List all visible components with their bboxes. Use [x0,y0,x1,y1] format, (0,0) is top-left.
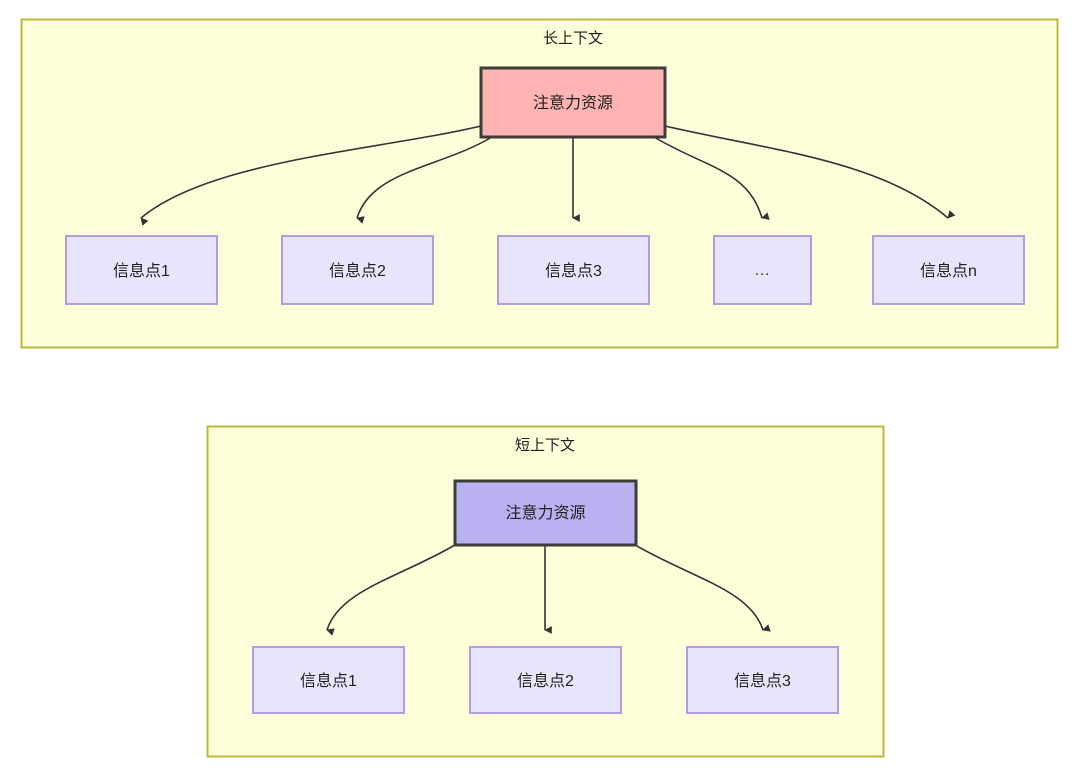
node-leaf-short-1[interactable]: 信息点1 [252,646,405,714]
node-leaf-short-2[interactable]: 信息点2 [469,646,622,714]
node-root-long-context[interactable]: 注意力资源 [479,66,667,139]
node-leaf-long-3[interactable]: 信息点3 [497,235,650,305]
node-leaf-long-ellipsis[interactable]: ... [713,235,812,305]
node-leaf-short-1-label: 信息点1 [300,672,357,690]
edge-short-root-to-leaf-3 [634,544,771,632]
node-leaf-short-3-label: 信息点3 [734,672,791,690]
node-leaf-long-n-rect[interactable] [872,235,1025,305]
node-leaf-short-1-rect[interactable] [252,646,405,714]
node-leaf-long-n[interactable]: 信息点n [872,235,1025,305]
node-leaf-long-3-rect[interactable] [497,235,650,305]
node-leaf-short-2-label: 信息点2 [517,672,574,690]
node-leaf-short-2-rect[interactable] [469,646,622,714]
edge-root-to-leaf-5 [664,125,956,219]
node-leaf-long-2[interactable]: 信息点2 [281,235,434,305]
node-leaf-long-2-rect[interactable] [281,235,434,305]
panel-title-short-context: 短上下文 [515,437,575,454]
node-root-long-context-label: 注意力资源 [533,93,613,112]
node-leaf-long-1-label: 信息点1 [113,262,170,280]
node-leaf-long-1[interactable]: 信息点1 [65,235,218,305]
edge-root-to-leaf-4 [653,136,770,220]
node-leaf-long-ellipsis-rect[interactable] [713,235,812,305]
node-leaf-long-ellipsis-label: ... [755,262,771,279]
node-leaf-short-3[interactable]: 信息点3 [686,646,839,714]
edge-root-to-leaf-2 [356,136,493,224]
node-leaf-long-1-rect[interactable] [65,235,218,305]
node-root-long-context-rect[interactable] [479,66,667,139]
node-root-short-context[interactable]: 注意力资源 [453,479,638,547]
edge-root-to-leaf-1 [140,125,482,226]
panel-long-context: 长上下文 注意力资源 信息点1 信息点2 信 [20,18,1059,349]
node-leaf-long-n-label: 信息点n [920,262,977,280]
panel-short-context: 短上下文 注意力资源 信息点1 信息点2 信息点3 [206,425,885,758]
node-root-short-context-label: 注意力资源 [505,503,585,522]
node-root-short-context-rect[interactable] [453,479,638,547]
node-leaf-long-2-label: 信息点2 [329,262,386,280]
panel-title-long-context: 长上下文 [543,30,603,47]
edge-short-root-to-leaf-1 [326,544,456,636]
node-leaf-long-3-label: 信息点3 [545,262,602,280]
node-leaf-short-3-rect[interactable] [686,646,839,714]
